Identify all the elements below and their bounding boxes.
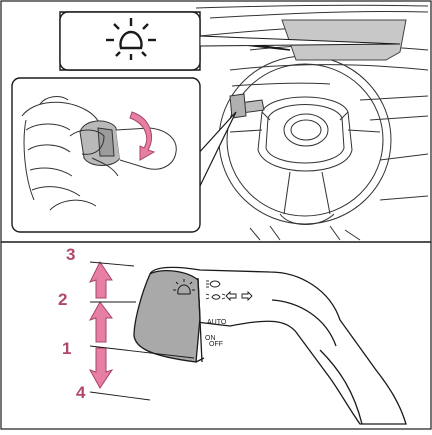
- auto-label: AUTO: [207, 319, 227, 326]
- callout-3: 3: [66, 245, 75, 264]
- callout-1: 1: [62, 339, 71, 358]
- off-label: OFF: [209, 341, 223, 348]
- callout-2: 2: [58, 290, 67, 309]
- callout-4: 4: [76, 383, 86, 402]
